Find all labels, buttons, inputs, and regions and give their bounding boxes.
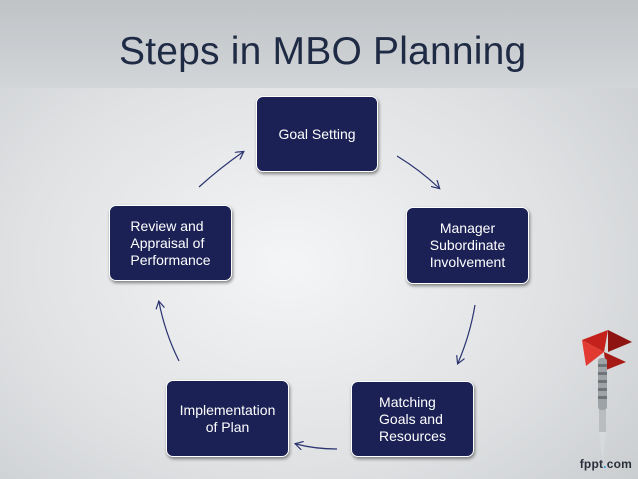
step-matching-goals-resources: Matching Goals and Resources — [351, 381, 474, 457]
arrow-review-to-goal — [198, 152, 243, 188]
arrow-implementation-to-review — [159, 302, 180, 362]
logo-dot: . — [603, 457, 607, 471]
step-label: Goal Setting — [278, 125, 356, 142]
step-label: Matching Goals and Resources — [379, 393, 446, 444]
step-label: Review and Appraisal of Performance — [130, 217, 211, 268]
slide-title: Steps in MBO Planning — [119, 30, 527, 73]
fppt-logo: fppt.com — [580, 457, 632, 471]
step-goal-setting: Goal Setting — [256, 96, 378, 172]
logo-name: fppt — [579, 457, 604, 471]
arrow-goal-to-manager — [396, 155, 439, 188]
step-manager-subordinate-involvement: Manager Subordinate Involvement — [406, 207, 529, 284]
step-implementation-of-plan: Implementation of Plan — [166, 380, 289, 457]
step-review-appraisal: Review and Appraisal of Performance — [109, 205, 232, 281]
arrow-matching-to-implementation — [296, 444, 338, 449]
arrow-manager-to-matching — [458, 304, 476, 363]
step-label: Implementation of Plan — [179, 401, 276, 435]
dart-icon — [582, 330, 632, 460]
title-band — [0, 0, 638, 88]
logo-tld: com — [606, 457, 632, 471]
step-label: Manager Subordinate Involvement — [429, 220, 506, 270]
